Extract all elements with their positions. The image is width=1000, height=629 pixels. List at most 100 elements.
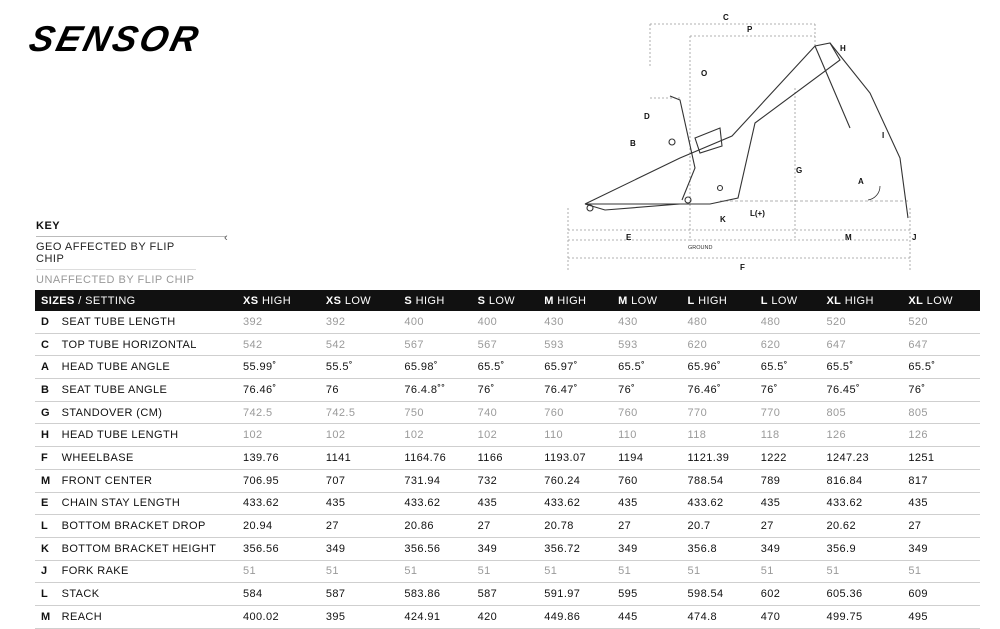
table-cell: 770	[681, 401, 755, 425]
table-cell: 435	[612, 492, 682, 516]
row-code: F	[35, 446, 56, 470]
table-cell: 51	[681, 560, 755, 584]
row-code: E	[35, 492, 56, 516]
diagram-label-b: B	[630, 139, 636, 148]
table-cell: 51	[820, 560, 903, 584]
row-label: STANDOVER (CM)	[55, 401, 237, 425]
row-label: STACK	[55, 582, 237, 606]
table-cell: 76˚	[612, 378, 682, 402]
table-cell: 433.62	[820, 492, 903, 516]
frame-geometry-diagram: C P H O D B I G A K L(+) E M F J GROUND	[567, 13, 916, 272]
table-cell: 65.5˚	[902, 355, 980, 380]
diagram-label-i: I	[882, 131, 884, 140]
table-cell: 400	[398, 311, 472, 334]
table-cell: 20.94	[237, 514, 320, 538]
table-cell: 65.5˚	[612, 355, 682, 380]
table-cell: 392	[237, 311, 320, 334]
table-cell: 480	[754, 311, 821, 334]
row-label: HEAD TUBE ANGLE	[55, 355, 237, 380]
row-label: CHAIN STAY LENGTH	[55, 492, 237, 516]
table-cell: 433.62	[538, 492, 613, 516]
table-cell: 595	[612, 582, 682, 606]
table-cell: 1193.07	[538, 446, 613, 470]
table-cell: 349	[319, 537, 399, 561]
key-affected: GEO AFFECTED BY FLIP CHIP	[36, 237, 196, 270]
table-cell: 76˚	[471, 378, 539, 402]
header-column: XL HIGH	[820, 290, 903, 311]
table-cell: 349	[612, 537, 682, 561]
table-cell: 102	[471, 423, 539, 448]
table-cell: 392	[319, 311, 399, 334]
collapse-arrow-icon[interactable]: ‹	[224, 232, 228, 244]
table-cell: 1141	[319, 446, 399, 470]
table-cell: 742.5	[237, 401, 320, 425]
table-cell: 788.54	[681, 469, 755, 493]
header-column: S LOW	[471, 290, 539, 311]
table-cell: 805	[820, 401, 903, 425]
table-cell: 65.98˚	[398, 355, 472, 380]
header-column: S HIGH	[398, 290, 472, 311]
table-cell: 433.62	[237, 492, 320, 516]
row-label: REACH	[55, 605, 237, 629]
table-cell: 76˚	[902, 378, 980, 402]
diagram-label-h: H	[840, 44, 846, 53]
table-cell: 433.62	[681, 492, 755, 516]
diagram-label-k: K	[720, 215, 726, 224]
table-cell: 51	[398, 560, 472, 584]
table-cell: 51	[902, 560, 980, 584]
table-cell: 420	[471, 605, 539, 629]
table-cell: 435	[471, 492, 539, 516]
row-label: WHEELBASE	[55, 446, 237, 470]
table-cell: 445	[612, 605, 682, 629]
table-cell: 55.99˚	[237, 355, 320, 380]
diagram-label-p: P	[747, 25, 753, 34]
table-cell: 356.56	[237, 537, 320, 561]
table-cell: 805	[902, 401, 980, 425]
table-cell: 65.5˚	[820, 355, 903, 380]
table-cell: 706.95	[237, 469, 320, 493]
brand-wordmark: SENSOR	[25, 20, 205, 56]
diagram-label-d: D	[644, 112, 650, 121]
table-cell: 816.84	[820, 469, 903, 493]
table-cell: 567	[398, 333, 472, 357]
table-cell: 51	[538, 560, 613, 584]
row-code: M	[35, 605, 56, 629]
key-title: KEY	[36, 220, 226, 237]
header-column: XS HIGH	[237, 290, 320, 311]
table-cell: 789	[754, 469, 821, 493]
table-cell: 731.94	[398, 469, 472, 493]
table-cell: 598.54	[681, 582, 755, 606]
table-cell: 76.46˚	[681, 378, 755, 402]
table-cell: 65.5˚	[471, 355, 539, 380]
key-legend: KEY GEO AFFECTED BY FLIP CHIP UNAFFECTED…	[36, 220, 236, 291]
table-cell: 55.5˚	[319, 355, 399, 380]
row-code: L	[35, 514, 56, 538]
table-cell: 76.46˚	[237, 378, 320, 402]
table-cell: 102	[319, 423, 399, 448]
row-code: L	[35, 582, 56, 606]
table-cell: 118	[754, 423, 821, 448]
table-cell: 51	[754, 560, 821, 584]
table-cell: 602	[754, 582, 821, 606]
table-cell: 760.24	[538, 469, 613, 493]
table-cell: 349	[471, 537, 539, 561]
table-cell: 51	[471, 560, 539, 584]
table-cell: 770	[754, 401, 821, 425]
table-cell: 51	[319, 560, 399, 584]
table-cell: 110	[538, 423, 613, 448]
table-cell: 495	[902, 605, 980, 629]
table-cell: 76	[319, 378, 399, 402]
row-code: D	[35, 311, 56, 334]
key-unaffected: UNAFFECTED BY FLIP CHIP	[36, 270, 196, 291]
